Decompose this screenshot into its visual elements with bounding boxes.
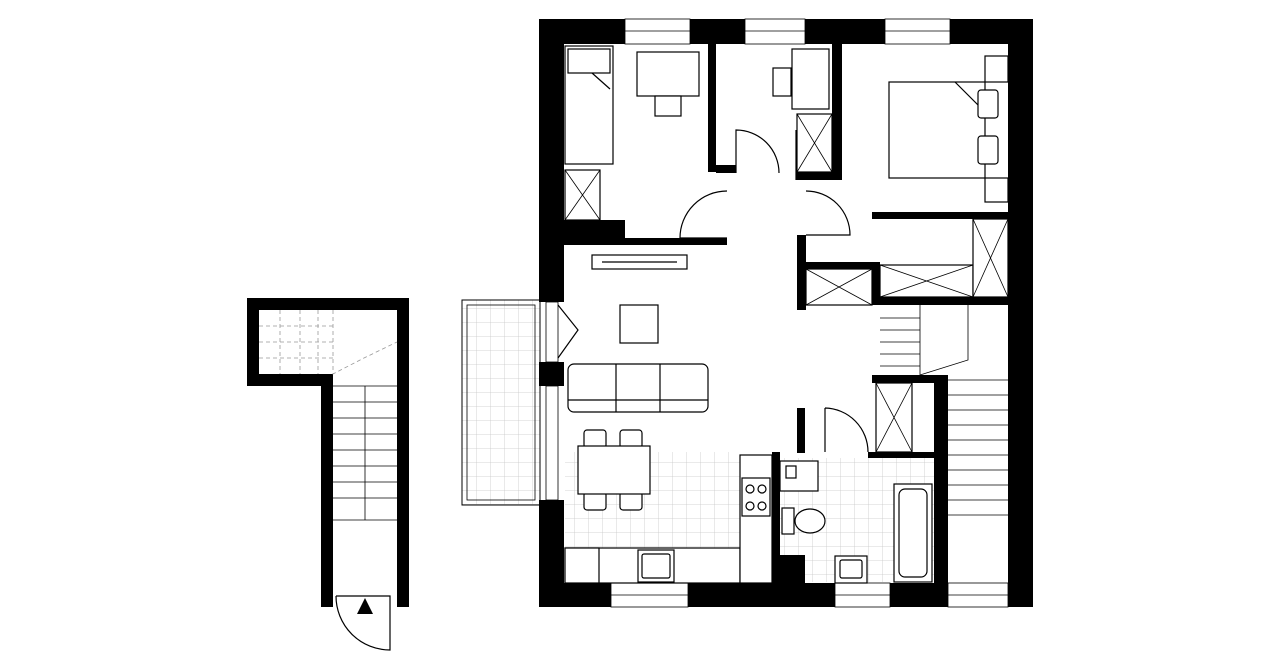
entrance-triangle-icon (357, 598, 373, 614)
master-bedroom-furniture (888, 55, 1009, 203)
entrance-stair-block (247, 298, 409, 651)
interior-staircase (880, 305, 1008, 516)
balcony (461, 299, 541, 506)
wardrobes (805, 218, 1009, 453)
kitchen-furniture (564, 429, 773, 584)
bedroom-1-furniture (564, 45, 700, 221)
walls (539, 19, 1033, 607)
living-room-furniture (567, 254, 709, 413)
doors (679, 129, 869, 453)
bathroom-furniture (779, 460, 933, 584)
bedroom-2-furniture (772, 48, 833, 173)
